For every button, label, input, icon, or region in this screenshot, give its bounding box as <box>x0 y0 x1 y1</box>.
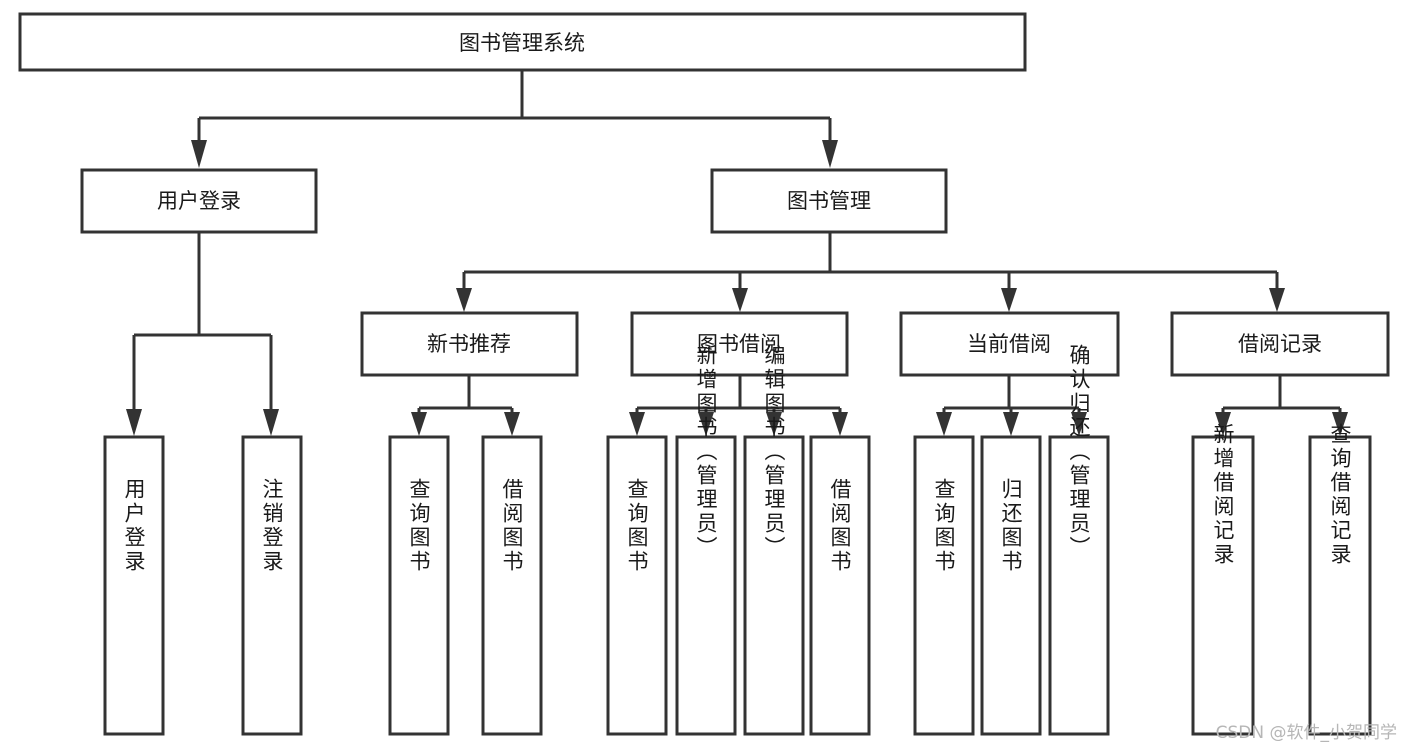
arrow-head-book-manage <box>822 140 838 168</box>
leaf-box-book-borrow-4[interactable] <box>809 435 871 736</box>
leaf-node[interactable]: 查询图书 <box>388 435 450 736</box>
connector-group <box>191 70 838 168</box>
node-book-borrow-box[interactable] <box>630 311 849 377</box>
leaf-node[interactable]: 查询借阅记录 <box>1308 423 1372 736</box>
node-root[interactable]: 图书管理系统 <box>18 12 1027 72</box>
node-borrow-record-box[interactable] <box>1170 311 1390 377</box>
arrow-head-leaf-new-book-2 <box>504 412 520 436</box>
leaf-node[interactable]: 借阅图书 <box>481 435 543 736</box>
connector-group-book-borrow <box>629 375 848 436</box>
node-borrow-record-label: 借阅记录 <box>1238 332 1322 356</box>
leaf-node[interactable]: 确认归还（管理员） <box>1048 344 1110 736</box>
arrow-head-book-borrow <box>732 288 748 312</box>
leaf-node[interactable]: 注销登录 <box>241 435 303 736</box>
leaf-node[interactable]: 查询图书 <box>606 435 668 736</box>
arrow-head-leaf-book-borrow-2 <box>698 412 714 436</box>
node-book-manage-box[interactable] <box>710 168 948 234</box>
leaf-node[interactable]: 编辑图书（管理员） <box>743 344 805 736</box>
arrow-head-leaf-current-borrow-3 <box>1071 412 1087 436</box>
node-new-book-recommend-label: 新书推荐 <box>427 332 511 356</box>
leaf-node[interactable]: 用户登录 <box>103 435 165 736</box>
arrow-head-leaf-new-book-1 <box>411 412 427 436</box>
leaf-box-borrow-record-1[interactable] <box>1191 435 1255 736</box>
node-book-manage-label: 图书管理 <box>787 189 871 213</box>
leaf-label-book-borrow-2: 新增图书（管理员） <box>694 344 718 560</box>
connector-group-new-book <box>411 375 520 436</box>
leaf-box-book-borrow-1[interactable] <box>606 435 668 736</box>
leaf-node[interactable]: 新增图书（管理员） <box>675 344 737 736</box>
arrow-head-leaf-book-borrow-3 <box>766 412 782 436</box>
leaf-label-new-book-2: 借阅图书 <box>500 478 524 574</box>
node-user-login-label: 用户登录 <box>157 189 241 213</box>
node-current-borrow-label: 当前借阅 <box>967 332 1051 356</box>
leaf-label-current-borrow-3: 确认归还（管理员） <box>1067 344 1091 560</box>
leaf-label-borrow-record-2: 查询借阅记录 <box>1328 423 1352 567</box>
arrow-head-current-borrow <box>1001 288 1017 312</box>
leaf-label-borrow-record-1: 新增借阅记录 <box>1211 423 1235 567</box>
leaf-box-borrow-record-2[interactable] <box>1308 435 1372 736</box>
arrow-head-leaf-user-login-2 <box>263 409 279 436</box>
arrow-head-leaf-borrow-record-1 <box>1215 412 1231 436</box>
arrow-head-user-login <box>191 140 207 168</box>
leaf-box-user-login-1[interactable] <box>103 435 165 736</box>
connector-group-current-borrow <box>936 375 1087 436</box>
leaf-box-current-borrow-2[interactable] <box>980 435 1042 736</box>
node-book-borrow-label: 图书借阅 <box>697 332 781 356</box>
node-user-login[interactable]: 用户登录 <box>80 168 318 234</box>
leaf-label-current-borrow-1: 查询图书 <box>932 478 956 574</box>
node-current-borrow-box[interactable] <box>899 311 1120 377</box>
node-book-borrow[interactable]: 图书借阅 <box>630 311 849 377</box>
leaf-box-book-borrow-2[interactable] <box>675 435 737 736</box>
leaf-label-book-borrow-1: 查询图书 <box>625 478 649 574</box>
connector-group-book-manage <box>456 232 1285 312</box>
node-book-manage[interactable]: 图书管理 <box>710 168 948 234</box>
arrow-head-leaf-current-borrow-2 <box>1003 412 1019 436</box>
leaf-box-current-borrow-1[interactable] <box>913 435 975 736</box>
leaf-box-new-book-2[interactable] <box>481 435 543 736</box>
connector-group-user-login <box>126 232 279 436</box>
leaf-box-new-book-1[interactable] <box>388 435 450 736</box>
leaf-node[interactable]: 借阅图书 <box>809 435 871 736</box>
leaf-label-book-borrow-4: 借阅图书 <box>828 478 852 574</box>
connector-group-borrow-record <box>1215 375 1348 436</box>
leaf-label-current-borrow-2: 归还图书 <box>999 478 1023 574</box>
leaf-box-current-borrow-3[interactable] <box>1048 435 1110 736</box>
node-borrow-record[interactable]: 借阅记录 <box>1170 311 1390 377</box>
leaf-box-book-borrow-3[interactable] <box>743 435 805 736</box>
node-root-box[interactable] <box>18 12 1027 72</box>
node-new-book-recommend-box[interactable] <box>360 311 579 377</box>
leaf-label-new-book-1: 查询图书 <box>407 478 431 574</box>
arrow-head-leaf-book-borrow-4 <box>832 412 848 436</box>
leaf-node[interactable]: 新增借阅记录 <box>1191 423 1255 736</box>
node-current-borrow[interactable]: 当前借阅 <box>899 311 1120 377</box>
leaf-label-user-login-2: 注销登录 <box>260 478 284 574</box>
leaf-box-user-login-2[interactable] <box>241 435 303 736</box>
leaf-label-book-borrow-3: 编辑图书（管理员） <box>762 344 786 560</box>
leaf-node[interactable]: 查询图书 <box>913 435 975 736</box>
arrow-head-leaf-borrow-record-2 <box>1332 412 1348 436</box>
node-root-label: 图书管理系统 <box>459 31 585 55</box>
node-new-book-recommend[interactable]: 新书推荐 <box>360 311 579 377</box>
arrow-head-new-book <box>456 288 472 312</box>
arrow-head-leaf-current-borrow-1 <box>936 412 952 436</box>
leaf-label-user-login-1: 用户登录 <box>122 478 146 574</box>
arrow-head-leaf-user-login-1 <box>126 409 142 436</box>
node-user-login-box[interactable] <box>80 168 318 234</box>
arrow-head-borrow-record <box>1269 288 1285 312</box>
arrow-head-leaf-book-borrow-1 <box>629 412 645 436</box>
leaf-node[interactable]: 归还图书 <box>980 435 1042 736</box>
